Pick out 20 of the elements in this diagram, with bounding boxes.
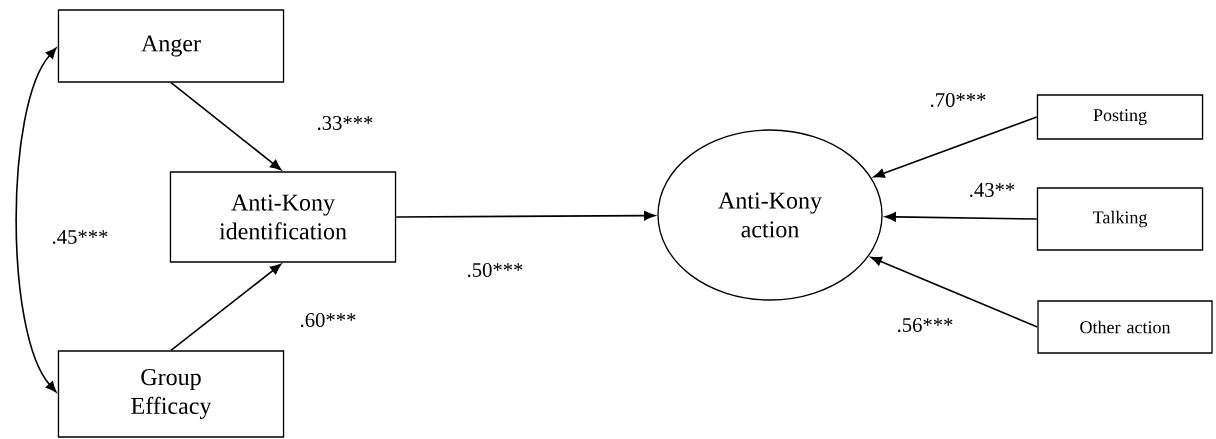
edge-label: .56***: [895, 316, 955, 334]
variable-box: Anti-Kony identification: [169, 171, 397, 263]
edge-label: .60***: [298, 311, 358, 329]
variable-box: Group Efficacy: [57, 350, 285, 438]
arrow: [870, 256, 1039, 328]
arrow: [884, 212, 1038, 222]
arrow: [395, 211, 656, 221]
edge-label: .33***: [315, 114, 375, 132]
variable-box: Posting: [1036, 94, 1204, 140]
arrow: [170, 263, 282, 352]
arrow: [873, 116, 1038, 178]
variable-box: Other action: [1037, 300, 1213, 354]
arrow: [170, 81, 282, 171]
edge-label: .45***: [50, 228, 110, 246]
edge-label: .43**: [967, 181, 1017, 199]
variable-box: Anger: [57, 9, 285, 83]
arrow: [15, 47, 57, 393]
edge-label: .50***: [465, 261, 525, 279]
edge-label: .70***: [928, 91, 988, 109]
variable-box: Talking: [1036, 187, 1204, 251]
